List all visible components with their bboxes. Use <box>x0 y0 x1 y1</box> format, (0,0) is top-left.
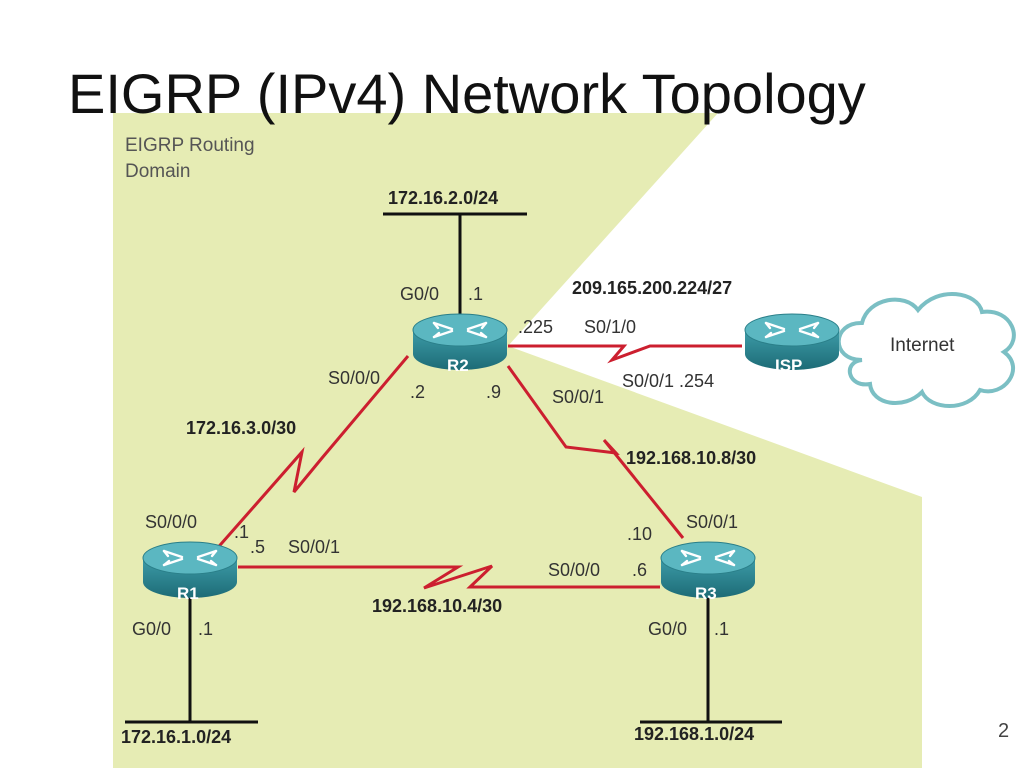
routing-domain-area <box>113 113 922 768</box>
if-isp-s001: S0/0/1 .254 <box>622 371 714 391</box>
network-label-lan-r3: 192.168.1.0/24 <box>634 724 754 744</box>
network-label-r2-r3: 192.168.10.8/30 <box>626 448 756 468</box>
if-r1-s001: S0/0/1 <box>288 537 340 557</box>
if-r3-g00-ip: .1 <box>714 619 729 639</box>
if-r2-g00: G0/0 <box>400 284 439 304</box>
if-r3-s001: S0/0/1 <box>686 512 738 532</box>
router-isp[interactable]: ISP <box>743 312 841 375</box>
if-r2-s010: S0/1/0 <box>584 317 636 337</box>
if-r3-g00: G0/0 <box>648 619 687 639</box>
domain-label-line1: EIGRP Routing <box>125 135 255 156</box>
if-r2-s010-ip: .225 <box>518 317 553 337</box>
router-r1[interactable]: R1 <box>141 540 239 603</box>
page-number: 2 <box>998 720 1010 742</box>
network-label-r1-r3: 192.168.10.4/30 <box>372 596 502 616</box>
router-r3-label: R3 <box>695 584 717 603</box>
if-r2-s000: S0/0/0 <box>328 368 380 388</box>
serial-link-r1-r3 <box>238 564 660 590</box>
network-label-lan-r1: 172.16.1.0/24 <box>121 727 231 747</box>
serial-link-r1-r2 <box>212 355 410 553</box>
slide-title: EIGRP (IPv4) Network Topology <box>68 62 866 125</box>
internet-label: Internet <box>890 335 955 356</box>
router-r1-label: R1 <box>177 584 199 603</box>
if-r3-s000-ip: .6 <box>632 560 647 580</box>
if-r2-s001: S0/0/1 <box>552 387 604 407</box>
router-r3[interactable]: R3 <box>659 540 757 603</box>
if-r2-s000-ip: .2 <box>410 382 425 402</box>
if-r1-s000: S0/0/0 <box>145 512 197 532</box>
router-r2-label: R2 <box>447 356 469 375</box>
router-isp-label: ISP <box>775 356 802 375</box>
if-r1-g00-ip: .1 <box>198 619 213 639</box>
if-r2-g00-ip: .1 <box>468 284 483 304</box>
if-r1-g00: G0/0 <box>132 619 171 639</box>
serial-link-r2-r3 <box>506 365 685 539</box>
if-r1-s001-ip: .5 <box>250 537 265 557</box>
network-label-isp-link: 209.165.200.224/27 <box>572 278 732 298</box>
domain-label-line2: Domain <box>125 161 190 182</box>
if-r3-s000: S0/0/0 <box>548 560 600 580</box>
if-r3-s001-ip: .10 <box>627 524 652 544</box>
if-r1-s000-ip: .1 <box>234 522 249 542</box>
if-r2-s001-ip: .9 <box>486 382 501 402</box>
network-label-r1-r2: 172.16.3.0/30 <box>186 418 296 438</box>
router-r2[interactable]: R2 <box>411 312 509 375</box>
internet-cloud <box>836 292 1016 408</box>
serial-link-r2-isp <box>508 344 742 364</box>
network-label-lan-r2: 172.16.2.0/24 <box>388 188 498 208</box>
